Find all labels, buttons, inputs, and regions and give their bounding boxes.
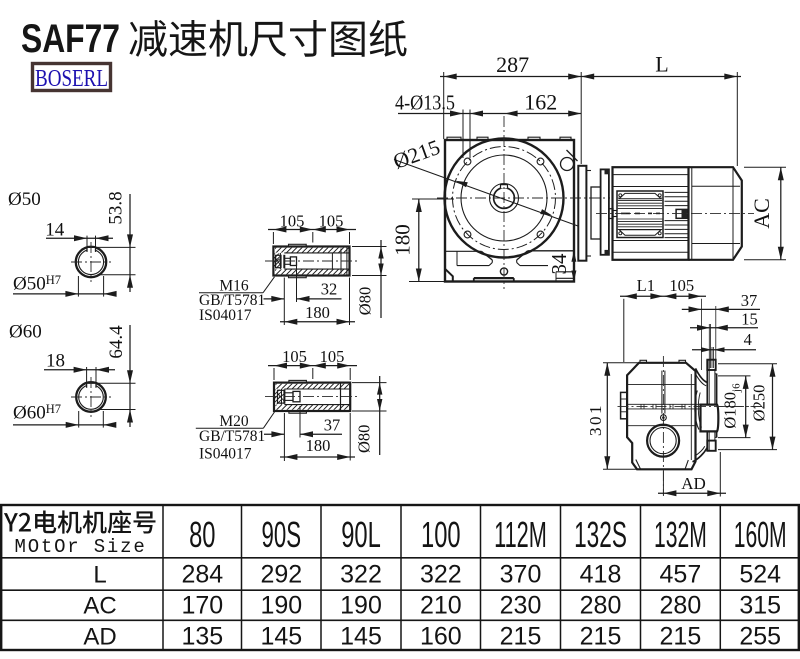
svg-text:190: 190 bbox=[340, 592, 382, 620]
svg-text:112M: 112M bbox=[494, 514, 547, 555]
svg-text:215: 215 bbox=[580, 623, 622, 651]
svg-text:Ø80: Ø80 bbox=[356, 287, 375, 315]
svg-text:105: 105 bbox=[320, 347, 345, 366]
svg-text:SAF77: SAF77 bbox=[21, 17, 120, 61]
svg-text:105: 105 bbox=[282, 347, 307, 366]
svg-text:132S: 132S bbox=[574, 514, 627, 555]
svg-text:322: 322 bbox=[340, 561, 382, 589]
svg-text:BOSERL: BOSERL bbox=[35, 65, 108, 92]
svg-text:215: 215 bbox=[660, 623, 702, 651]
svg-text:215: 215 bbox=[500, 623, 542, 651]
svg-text:162: 162 bbox=[524, 90, 557, 115]
svg-text:170: 170 bbox=[181, 592, 223, 620]
svg-text:132M: 132M bbox=[654, 514, 707, 555]
svg-text:524: 524 bbox=[739, 561, 781, 589]
svg-text:280: 280 bbox=[580, 592, 622, 620]
svg-text:90S: 90S bbox=[262, 514, 302, 555]
svg-text:160M: 160M bbox=[734, 514, 787, 555]
svg-text:80: 80 bbox=[189, 514, 215, 555]
svg-text:4-Ø13.5: 4-Ø13.5 bbox=[395, 91, 455, 115]
svg-text:M16: M16 bbox=[219, 278, 249, 295]
svg-text:Ø180j6: Ø180j6 bbox=[720, 383, 742, 429]
svg-text:180: 180 bbox=[305, 303, 330, 322]
svg-text:284: 284 bbox=[181, 561, 223, 589]
svg-text:210: 210 bbox=[420, 592, 462, 620]
svg-text:37: 37 bbox=[741, 291, 758, 310]
svg-text:135: 135 bbox=[181, 623, 223, 651]
svg-text:292: 292 bbox=[260, 561, 302, 589]
svg-text:90L: 90L bbox=[341, 514, 381, 555]
svg-text:105: 105 bbox=[669, 276, 694, 295]
svg-text:370: 370 bbox=[500, 561, 542, 589]
svg-text:Ø80: Ø80 bbox=[354, 425, 373, 453]
svg-text:53.8: 53.8 bbox=[106, 191, 127, 224]
svg-text:32: 32 bbox=[321, 280, 338, 299]
svg-text:100: 100 bbox=[421, 514, 461, 555]
svg-text:4: 4 bbox=[744, 330, 752, 349]
svg-text:34: 34 bbox=[547, 253, 571, 275]
svg-text:14: 14 bbox=[45, 220, 65, 241]
svg-text:180: 180 bbox=[306, 436, 331, 455]
svg-text:287: 287 bbox=[496, 52, 529, 77]
svg-text:105: 105 bbox=[319, 212, 344, 231]
svg-text:M20: M20 bbox=[219, 413, 249, 430]
svg-text:64.4: 64.4 bbox=[106, 325, 127, 359]
svg-text:MOtOr Size: MOtOr Size bbox=[15, 536, 147, 558]
svg-text:418: 418 bbox=[580, 561, 622, 589]
svg-text:180: 180 bbox=[391, 224, 415, 256]
svg-text:AD: AD bbox=[681, 474, 706, 493]
svg-text:280: 280 bbox=[660, 592, 702, 620]
svg-text:37: 37 bbox=[324, 416, 341, 435]
svg-text:315: 315 bbox=[739, 592, 781, 620]
svg-text:AC: AC bbox=[749, 198, 774, 229]
svg-text:160: 160 bbox=[420, 623, 462, 651]
svg-text:255: 255 bbox=[739, 623, 781, 651]
svg-text:Ø250: Ø250 bbox=[749, 385, 768, 422]
svg-text:190: 190 bbox=[260, 592, 302, 620]
svg-text:457: 457 bbox=[660, 561, 702, 589]
svg-text:230: 230 bbox=[500, 592, 542, 620]
svg-text:145: 145 bbox=[340, 623, 382, 651]
svg-text:18: 18 bbox=[46, 351, 65, 372]
svg-text:L1: L1 bbox=[637, 276, 655, 295]
svg-text:322: 322 bbox=[420, 561, 462, 589]
svg-text:L: L bbox=[93, 562, 106, 589]
svg-text:15: 15 bbox=[741, 310, 758, 329]
svg-text:IS04017: IS04017 bbox=[199, 307, 252, 324]
svg-text:IS04017: IS04017 bbox=[199, 445, 252, 462]
svg-text:Ø50: Ø50 bbox=[8, 189, 41, 210]
svg-text:GB/T5781: GB/T5781 bbox=[199, 428, 265, 445]
svg-text:105: 105 bbox=[280, 212, 305, 231]
svg-text:GB/T5781: GB/T5781 bbox=[199, 292, 265, 309]
svg-text:301: 301 bbox=[586, 403, 605, 436]
svg-text:AC: AC bbox=[83, 593, 116, 620]
svg-text:L: L bbox=[655, 52, 668, 77]
svg-text:Ø60: Ø60 bbox=[9, 322, 42, 343]
svg-text:145: 145 bbox=[260, 623, 302, 651]
svg-text:AD: AD bbox=[83, 624, 116, 651]
